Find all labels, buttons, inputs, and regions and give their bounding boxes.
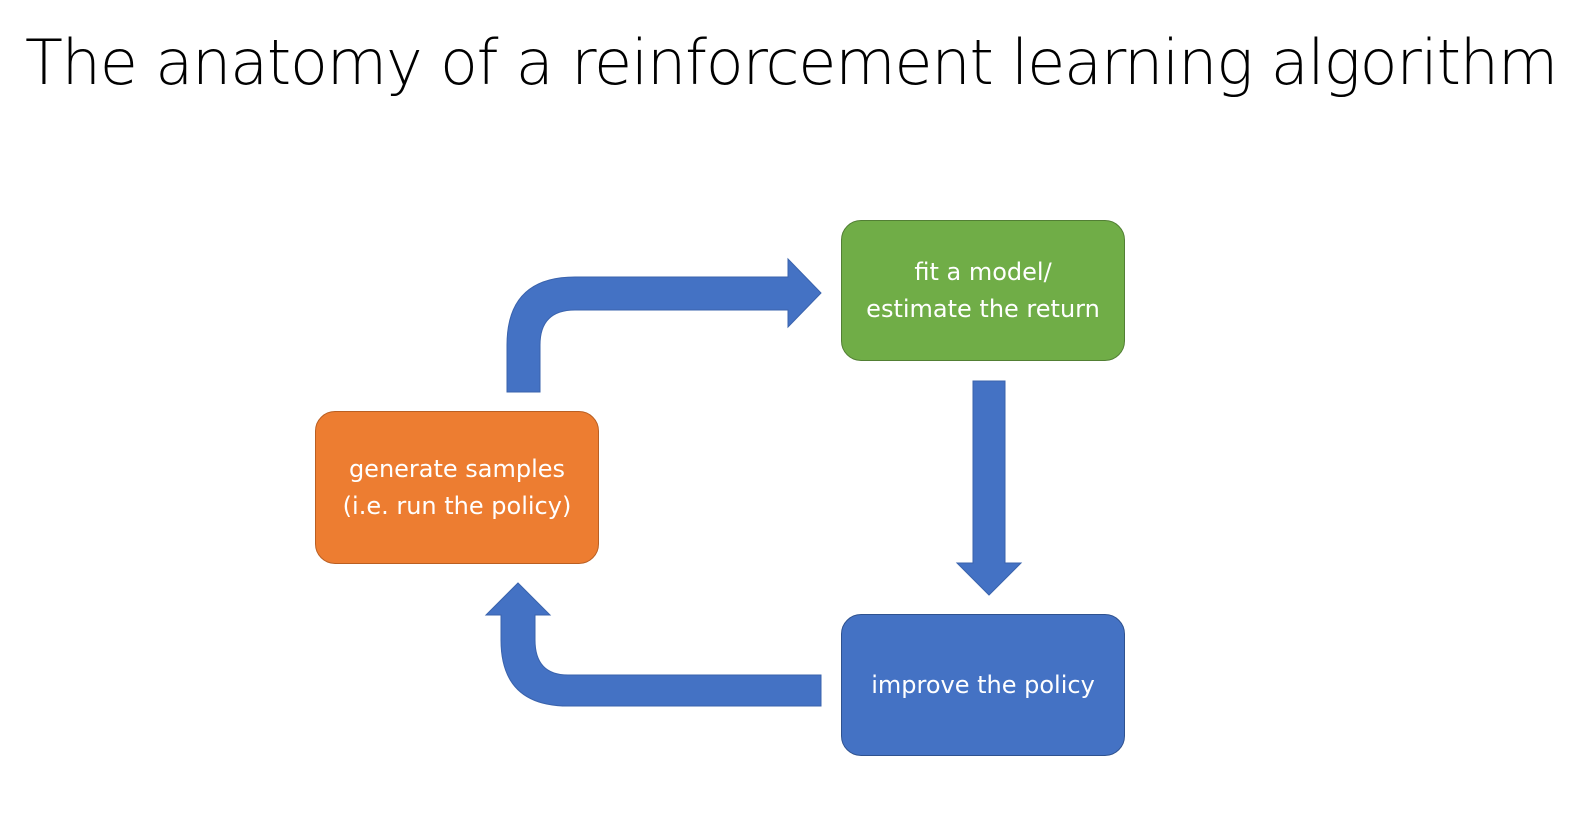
node-fit-model: fit a model/ estimate the return: [841, 220, 1125, 361]
node-fit-line2: estimate the return: [866, 294, 1100, 323]
node-generate-line2: (i.e. run the policy): [342, 491, 572, 520]
node-generate-line1: generate samples: [348, 454, 566, 483]
arrow-generate-to-fit: [506, 257, 822, 393]
node-fit-line1: fit a model/: [914, 257, 1052, 286]
slide-title: The anatomy of a reinforcement learning …: [25, 26, 1558, 99]
arrow-fit-to-improve: [955, 380, 1023, 596]
arrow-improve-to-generate: [484, 582, 822, 707]
node-generate-samples: generate samples (i.e. run the policy): [315, 411, 599, 564]
node-improve-policy: improve the policy: [841, 614, 1125, 756]
node-improve-line1: improve the policy: [871, 670, 1095, 699]
